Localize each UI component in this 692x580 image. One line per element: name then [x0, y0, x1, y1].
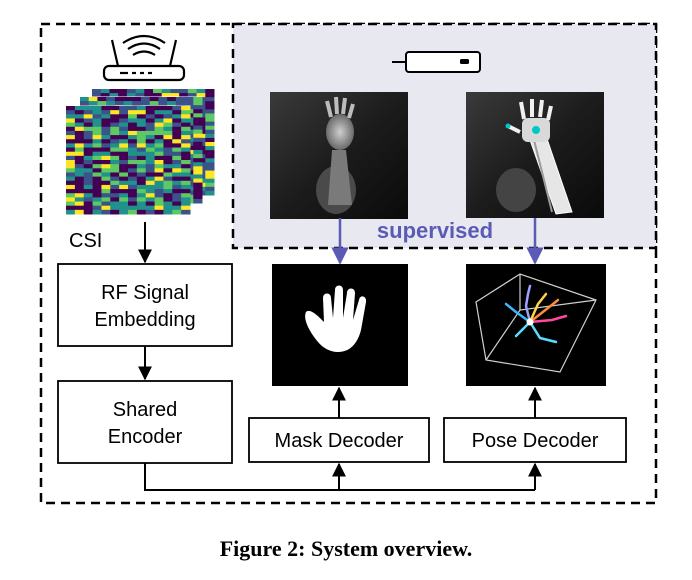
camera-image-annotated — [466, 92, 604, 218]
system-overview-diagram: CSI supervised — [39, 22, 658, 505]
flow-arrows — [138, 222, 542, 491]
encoder-output-bus — [144, 463, 535, 491]
rf-embedding-label-line2: Embedding — [94, 309, 195, 331]
csi-label: CSI — [69, 230, 102, 252]
figure-caption: Figure 2: System overview. — [219, 536, 473, 561]
wifi-router-icon — [102, 34, 186, 82]
mask-decoder-box — [248, 417, 430, 463]
csi-heatmap-front — [65, 105, 191, 215]
shared-encoder-box — [57, 380, 233, 464]
hand-pose-icon — [466, 264, 606, 386]
pose-decoder-label: Pose Decoder — [472, 430, 599, 452]
csi-heatmap-stack — [65, 88, 215, 215]
pose-decoder-box — [443, 417, 627, 463]
hand-mask-icon — [272, 264, 408, 386]
shared-encoder-label-line2: Encoder — [108, 426, 183, 448]
rf-embedding-label-line1: RF Signal — [101, 282, 189, 304]
rf-embedding-box — [57, 263, 233, 347]
mask-decoder-label: Mask Decoder — [275, 430, 404, 452]
supervised-label: supervised — [377, 218, 493, 243]
depth-camera-icon — [392, 51, 481, 73]
shared-encoder-label-line1: Shared — [113, 399, 178, 421]
camera-image-raw — [270, 92, 408, 219]
